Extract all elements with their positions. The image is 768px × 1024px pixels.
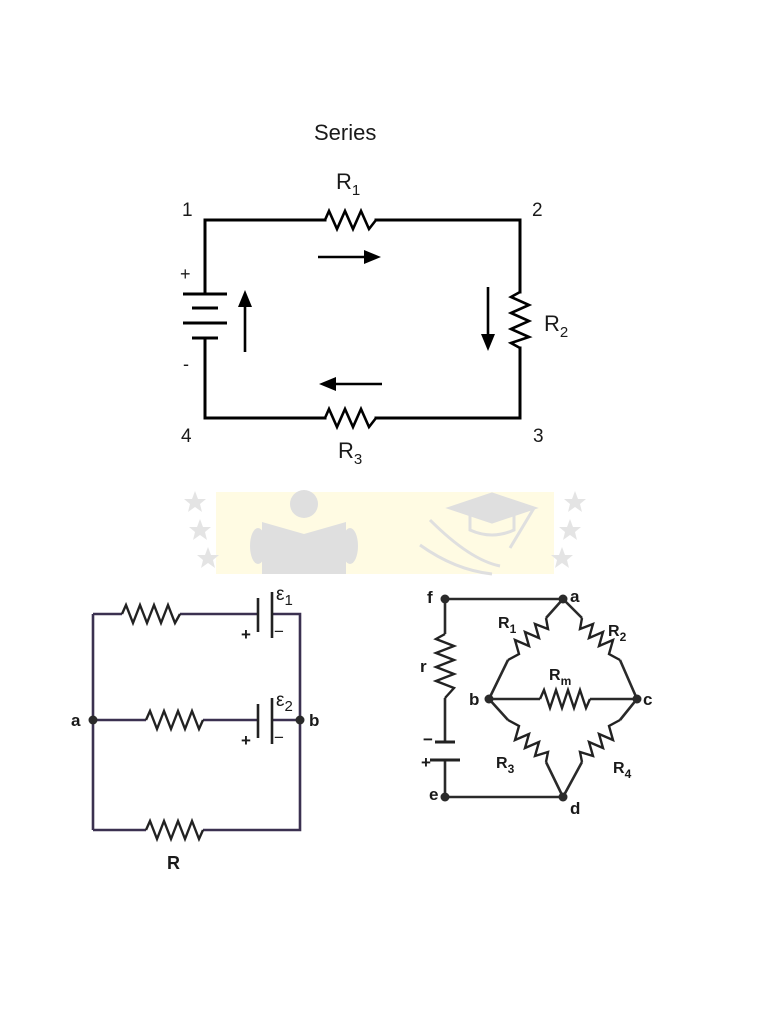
svg-text:R2: R2 <box>544 311 568 341</box>
internal-resistor-r <box>432 632 458 699</box>
resistor-r2-label: R <box>544 311 560 336</box>
resistor-r3: R3 <box>323 405 378 468</box>
series-circuit: Series R1 R2 R3 <box>180 120 568 468</box>
resistor-r1: R1 <box>323 169 378 233</box>
emf1-plus-sign: + <box>241 625 251 644</box>
node-a-dot <box>88 715 98 725</box>
bridge-rm-label: R <box>549 667 561 684</box>
node-2-label: 2 <box>532 200 543 221</box>
arrow-right-icon <box>318 250 381 264</box>
bridge-battery-minus: − <box>423 730 433 749</box>
bridge-resistor-rm <box>538 686 592 712</box>
bridge-rm-subscript: m <box>561 674 572 688</box>
node-1-label: 1 <box>182 200 193 221</box>
arrow-down-icon <box>481 287 495 351</box>
bridge-r4-subscript: 4 <box>625 767 632 781</box>
series-battery: + - <box>180 264 227 374</box>
node-4-label: 4 <box>181 426 192 447</box>
bridge-r2-label: R <box>608 623 620 640</box>
watermark-graduation-cap-icon <box>419 492 539 576</box>
bridge-r4-label: R <box>613 760 625 777</box>
resistor-r2-subscript: 2 <box>560 324 568 341</box>
battery-plus-sign: + <box>180 264 191 284</box>
bridge-node-d-label: d <box>570 799 580 818</box>
series-wires <box>203 218 522 420</box>
bridge-r2-subscript: 2 <box>620 630 627 644</box>
bridge-node-a-dot <box>558 594 568 604</box>
svg-text:ε2: ε2 <box>276 690 293 715</box>
bridge-node-f-dot <box>440 594 450 604</box>
load-resistor-label: R <box>167 853 180 873</box>
bridge-r1-subscript: 1 <box>510 622 517 636</box>
bridge-node-b-dot <box>484 694 494 704</box>
battery-minus-sign: - <box>183 354 189 374</box>
node-3-label: 3 <box>533 426 544 447</box>
watermark-reader-icon <box>250 490 358 574</box>
svg-text:R3: R3 <box>338 438 362 468</box>
emf1-symbol: ε <box>276 584 285 605</box>
watermark-star-icons <box>184 491 586 568</box>
bridge-node-c-label: c <box>643 690 652 709</box>
bridge-resistor-r4 <box>578 718 621 763</box>
bridge-circuit: − + f a b c e d r R1 R2 Rm R3 R4 <box>420 587 652 818</box>
current-arrows <box>238 250 495 391</box>
svg-text:R3: R3 <box>496 755 515 776</box>
emf2-subscript: 2 <box>284 698 292 715</box>
arrow-left-icon <box>319 377 382 391</box>
resistor-load <box>144 817 205 843</box>
parallel-emf-circuit: ε1 + − ε2 + − a b R <box>71 584 319 873</box>
svg-text:ε1: ε1 <box>276 584 293 609</box>
emf-source-1: ε1 + − <box>241 584 293 644</box>
resistor-r3-label: R <box>338 438 354 463</box>
resistor-top <box>120 601 182 627</box>
bridge-node-d-dot <box>558 792 568 802</box>
bridge-resistor-r1 <box>507 617 550 662</box>
svg-text:R1: R1 <box>498 615 517 636</box>
resistor-r1-label: R <box>336 169 352 194</box>
svg-text:R1: R1 <box>336 169 360 199</box>
bridge-node-e-dot <box>440 792 450 802</box>
resistor-r1-subscript: 1 <box>352 182 360 199</box>
emf2-plus-sign: + <box>241 731 251 750</box>
resistor-middle <box>144 707 205 733</box>
node-b-label: b <box>309 711 319 730</box>
svg-text:R2: R2 <box>608 623 627 644</box>
emf1-subscript: 1 <box>284 592 292 609</box>
bridge-r1-label: R <box>498 615 510 632</box>
bridge-wires <box>443 597 639 799</box>
bridge-resistor-r2 <box>578 617 621 662</box>
arrow-up-icon <box>238 290 252 352</box>
bridge-node-f-label: f <box>427 588 433 607</box>
bridge-node-c-dot <box>632 694 642 704</box>
emf2-symbol: ε <box>276 690 285 711</box>
emf2-minus-sign: − <box>274 728 284 747</box>
bridge-node-e-label: e <box>429 785 438 804</box>
bridge-battery-plus: + <box>421 753 431 772</box>
emf-source-2: ε2 + − <box>241 690 293 750</box>
resistor-r3-subscript: 3 <box>354 451 362 468</box>
bridge-node-b-label: b <box>469 690 479 709</box>
bridge-r3-label: R <box>496 755 508 772</box>
node-a-label: a <box>71 711 81 730</box>
svg-text:R4: R4 <box>613 760 632 781</box>
bridge-battery: − + <box>421 730 460 772</box>
watermark-logo <box>184 490 586 576</box>
series-title: Series <box>314 120 376 145</box>
bridge-resistor-r3 <box>507 718 550 763</box>
resistor-r2: R2 <box>507 290 568 350</box>
bridge-r3-subscript: 3 <box>508 762 515 776</box>
emf1-minus-sign: − <box>274 622 284 641</box>
bridge-node-a-label: a <box>570 587 580 606</box>
node-b-dot <box>295 715 305 725</box>
bridge-r-label: r <box>420 657 427 676</box>
svg-text:Rm: Rm <box>549 667 571 688</box>
